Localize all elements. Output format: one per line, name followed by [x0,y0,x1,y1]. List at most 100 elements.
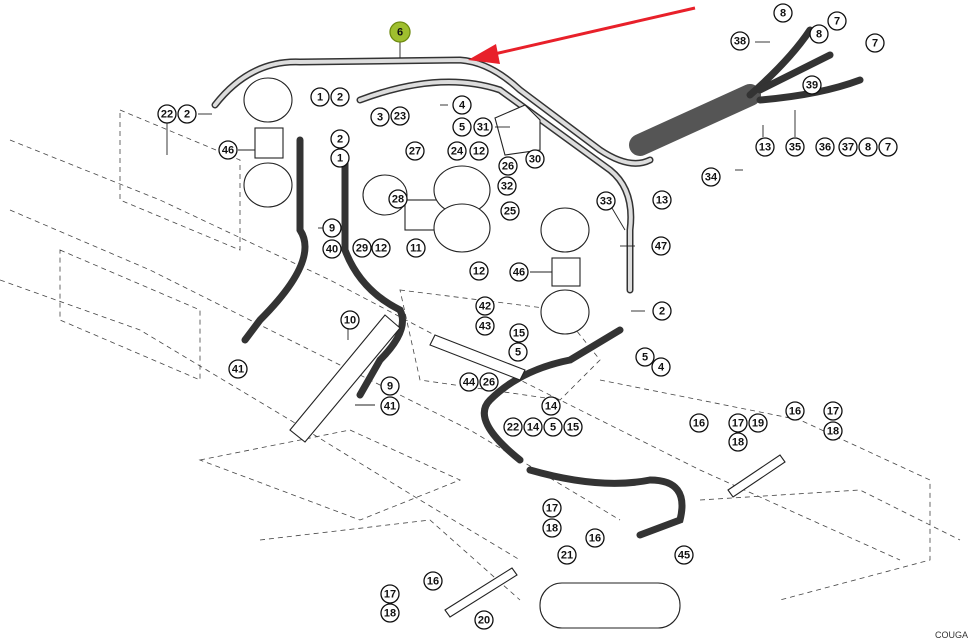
callout-34[interactable]: 34 [701,167,721,187]
callout-14[interactable]: 14 [541,396,561,416]
callout-circle [596,191,616,211]
callout-5[interactable]: 5 [508,342,528,362]
callout-46[interactable]: 46 [218,140,238,160]
callout-16[interactable]: 16 [585,528,605,548]
callout-2[interactable]: 2 [330,87,350,107]
accumulator-center[interactable] [362,165,491,253]
callout-label: 18 [732,437,744,449]
callout-35[interactable]: 35 [785,137,805,157]
callout-circle [405,141,425,161]
callout-19[interactable]: 19 [748,413,768,433]
callout-7[interactable]: 7 [878,137,898,157]
callout-47[interactable]: 47 [651,236,671,256]
bracket-31[interactable] [494,104,541,156]
callout-41[interactable]: 41 [228,359,248,379]
callout-44[interactable]: 44 [459,372,479,392]
callout-12[interactable]: 12 [469,141,489,161]
hose-9[interactable] [241,136,406,399]
callout-17[interactable]: 17 [380,584,400,604]
plate-44[interactable] [429,334,526,381]
callout-8[interactable]: 8 [858,137,878,157]
callout-5[interactable]: 5 [543,417,563,437]
callout-9[interactable]: 9 [322,218,342,238]
callout-22[interactable]: 22 [503,417,523,437]
callout-circle [509,262,529,282]
callout-37[interactable]: 37 [838,137,858,157]
callout-12[interactable]: 12 [469,261,489,281]
callout-23[interactable]: 23 [390,106,410,126]
callout-24[interactable]: 24 [447,141,467,161]
callout-16[interactable]: 16 [785,401,805,421]
callout-45[interactable]: 45 [674,545,694,565]
callout-7[interactable]: 7 [865,33,885,53]
callout-8[interactable]: 8 [809,24,829,44]
callout-22[interactable]: 22 [157,104,177,124]
callout-11[interactable]: 11 [406,238,426,258]
callout-3[interactable]: 3 [370,107,390,127]
callout-26[interactable]: 26 [498,156,518,176]
callout-2[interactable]: 2 [652,301,672,321]
callout-6[interactable]: 6 [389,21,411,43]
callout-8[interactable]: 8 [773,3,793,23]
callout-28[interactable]: 28 [388,189,408,209]
callout-4[interactable]: 4 [651,357,671,377]
callout-1[interactable]: 1 [330,148,350,168]
callout-5[interactable]: 5 [635,347,655,367]
callout-12[interactable]: 12 [371,238,391,258]
hose-6[interactable] [211,56,654,167]
callout-18[interactable]: 18 [823,421,843,441]
callout-1[interactable]: 1 [310,87,330,107]
callout-15[interactable]: 15 [509,323,529,343]
callout-25[interactable]: 25 [500,201,520,221]
hose-34-sleeve[interactable] [629,26,864,156]
callout-42[interactable]: 42 [475,296,495,316]
callout-32[interactable]: 32 [497,176,517,196]
cylinder-10[interactable] [289,314,401,443]
callout-14[interactable]: 14 [523,417,543,437]
callout-10[interactable]: 10 [340,310,360,330]
callout-4[interactable]: 4 [452,95,472,115]
callout-17[interactable]: 17 [542,498,562,518]
callout-18[interactable]: 18 [380,603,400,623]
callout-30[interactable]: 30 [525,149,545,169]
callout-7[interactable]: 7 [827,11,847,31]
callout-9[interactable]: 9 [380,376,400,396]
pin-19[interactable] [727,454,786,498]
callout-38[interactable]: 38 [730,31,750,51]
callout-circle [865,33,885,53]
callout-16[interactable]: 16 [423,571,443,591]
callout-2[interactable]: 2 [177,104,197,124]
callout-36[interactable]: 36 [815,137,835,157]
callout-18[interactable]: 18 [728,432,748,452]
callout-33[interactable]: 33 [596,191,616,211]
callout-15[interactable]: 15 [563,417,583,437]
callout-29[interactable]: 29 [352,238,372,258]
callout-circle [785,401,805,421]
callout-16[interactable]: 16 [689,413,709,433]
callout-17[interactable]: 17 [728,413,748,433]
callout-31[interactable]: 31 [473,117,493,137]
callout-46[interactable]: 46 [509,262,529,282]
callout-43[interactable]: 43 [475,316,495,336]
cylinder-21[interactable] [539,582,681,629]
accumulator-left[interactable] [243,77,293,208]
callout-17[interactable]: 17 [823,401,843,421]
callout-40[interactable]: 40 [322,239,342,259]
accumulator-right[interactable] [540,207,590,335]
hose-22[interactable] [480,326,686,539]
callout-26[interactable]: 26 [479,372,499,392]
hose-23[interactable] [356,78,635,294]
callout-41[interactable]: 41 [380,396,400,416]
callout-circle [380,584,400,604]
callout-label: 5 [642,352,648,364]
callout-5[interactable]: 5 [452,117,472,137]
callout-27[interactable]: 27 [405,141,425,161]
callout-39[interactable]: 39 [802,75,822,95]
callout-21[interactable]: 21 [557,545,577,565]
callout-2[interactable]: 2 [330,129,350,149]
callout-13[interactable]: 13 [755,137,775,157]
callout-18[interactable]: 18 [542,518,562,538]
pin-20[interactable] [444,567,518,618]
callout-13[interactable]: 13 [652,190,672,210]
callout-20[interactable]: 20 [474,610,494,630]
